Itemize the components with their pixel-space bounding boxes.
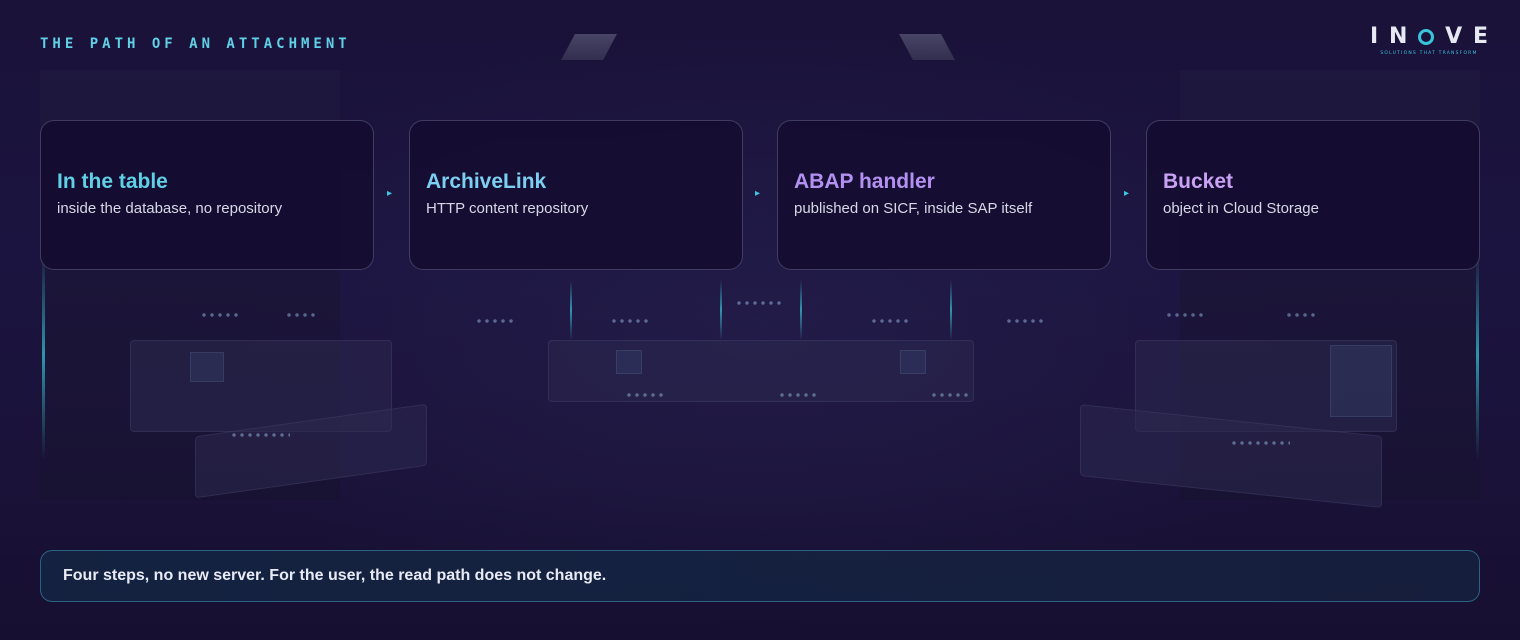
step-title: ArchiveLink [426,170,547,193]
light-strip [1476,250,1479,460]
indicator-lights [735,300,785,306]
indicator-lights [1005,318,1045,324]
monitor [616,350,642,374]
summary-callout: Four steps, no new server. For the user,… [40,550,1480,602]
indicator-lights [625,392,665,398]
control-console [130,340,392,432]
control-desk [195,403,427,499]
arrow-right-icon: ▸ [755,188,761,199]
logo-letter: N [1389,24,1408,49]
light-strip [800,280,802,340]
logo-letter: V [1445,24,1463,49]
ceiling-light [899,34,955,60]
logo-letter: E [1472,24,1488,49]
control-desk [1080,404,1382,508]
step-title: ABAP handler [794,170,935,193]
step-subtitle: HTTP content repository [426,200,589,217]
step-title: Bucket [1163,170,1234,193]
indicator-lights [778,392,818,398]
step-title: In the table [57,170,168,193]
light-strip [950,280,952,340]
summary-text: Four steps, no new server. For the user,… [63,567,607,584]
step-flow: In the table inside the database, no rep… [40,120,1480,270]
indicator-lights [1165,312,1205,318]
arrow-right-icon: ▸ [1124,188,1130,199]
step-card-archivelink: ArchiveLink HTTP content repository [409,120,743,270]
company-logo: I N V E SOLUTIONS THAT TRANSFORM [1370,24,1488,56]
light-strip [570,280,572,340]
control-console [1135,340,1397,432]
section-eyebrow: THE PATH OF AN ATTACHMENT [40,36,351,52]
indicator-lights [870,318,910,324]
light-strip [720,280,722,340]
step-card-bucket: Bucket object in Cloud Storage [1146,120,1480,270]
step-card-abap-handler: ABAP handler published on SICF, inside S… [777,120,1111,270]
indicator-lights [200,312,240,318]
logo-letter: I [1370,24,1379,49]
indicator-lights [230,432,290,438]
step-subtitle: object in Cloud Storage [1163,200,1319,217]
indicator-lights [1285,312,1315,318]
arrow-right-icon: ▸ [387,188,393,199]
step-subtitle: published on SICF, inside SAP itself [794,200,1033,217]
step-card-table: In the table inside the database, no rep… [40,120,374,270]
control-console [548,340,974,402]
ceiling-light [561,34,617,60]
indicator-lights [930,392,970,398]
monitor [1330,345,1392,417]
indicator-lights [475,318,515,324]
logo-ring-icon [1418,28,1435,45]
light-strip [42,250,45,460]
logo-tagline: SOLUTIONS THAT TRANSFORM [1380,51,1478,56]
monitor [900,350,926,374]
indicator-lights [1230,440,1290,446]
monitor [190,352,224,382]
indicator-lights [285,312,315,318]
logo-wordmark: I N V E [1370,24,1488,49]
indicator-lights [610,318,650,324]
step-subtitle: inside the database, no repository [57,200,283,217]
